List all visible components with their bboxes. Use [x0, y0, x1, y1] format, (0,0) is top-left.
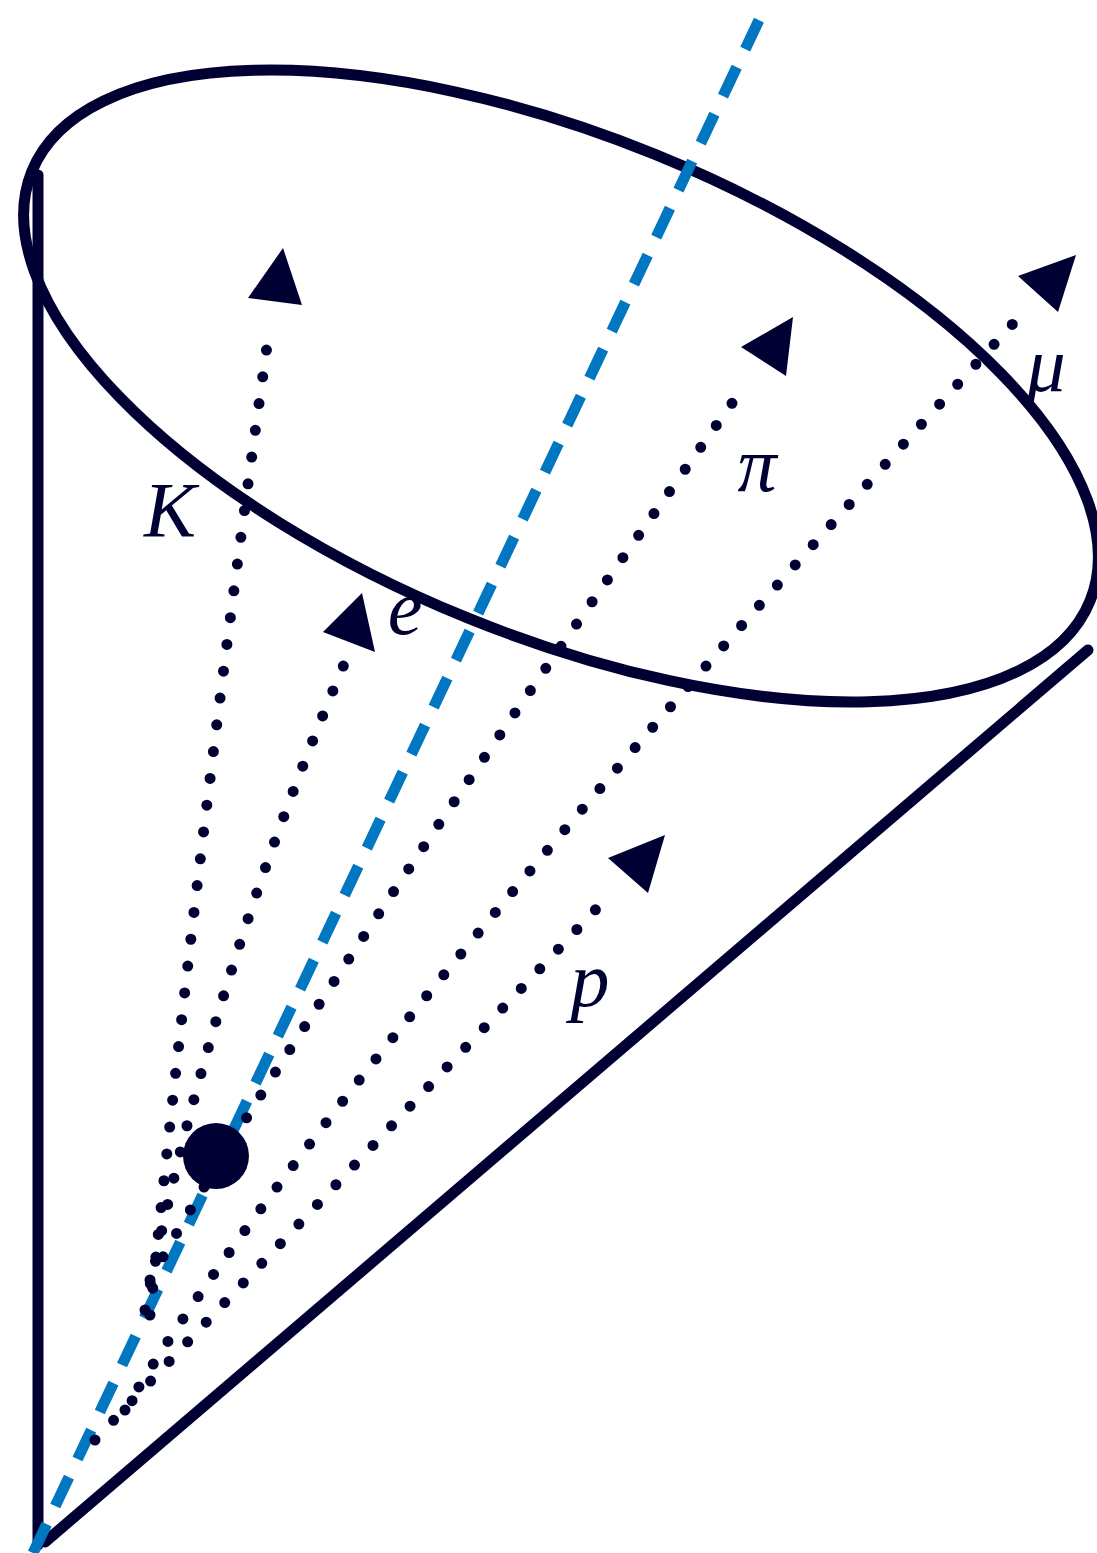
- arrowhead: [323, 593, 375, 652]
- beam-axis: [33, 18, 760, 1553]
- muon-label: μ: [1026, 326, 1065, 404]
- pion-label: π: [737, 426, 776, 504]
- vertex-dot: [183, 1123, 249, 1189]
- proton-track: [95, 905, 600, 1440]
- electron-track: [145, 662, 345, 1310]
- cone-edge: [45, 650, 1088, 1542]
- electron-label: e: [388, 569, 423, 647]
- kaon-label: K: [144, 471, 196, 549]
- arrowhead: [248, 248, 302, 305]
- arrowhead: [1018, 255, 1076, 312]
- proton-label: p: [571, 941, 610, 1019]
- cone-edge: [33, 175, 44, 1545]
- pion-track: [150, 385, 745, 1280]
- cone-rim: [0, 0, 1097, 832]
- muon-track: [125, 305, 1030, 1410]
- arrowhead: [608, 835, 665, 893]
- arrowhead: [741, 317, 793, 376]
